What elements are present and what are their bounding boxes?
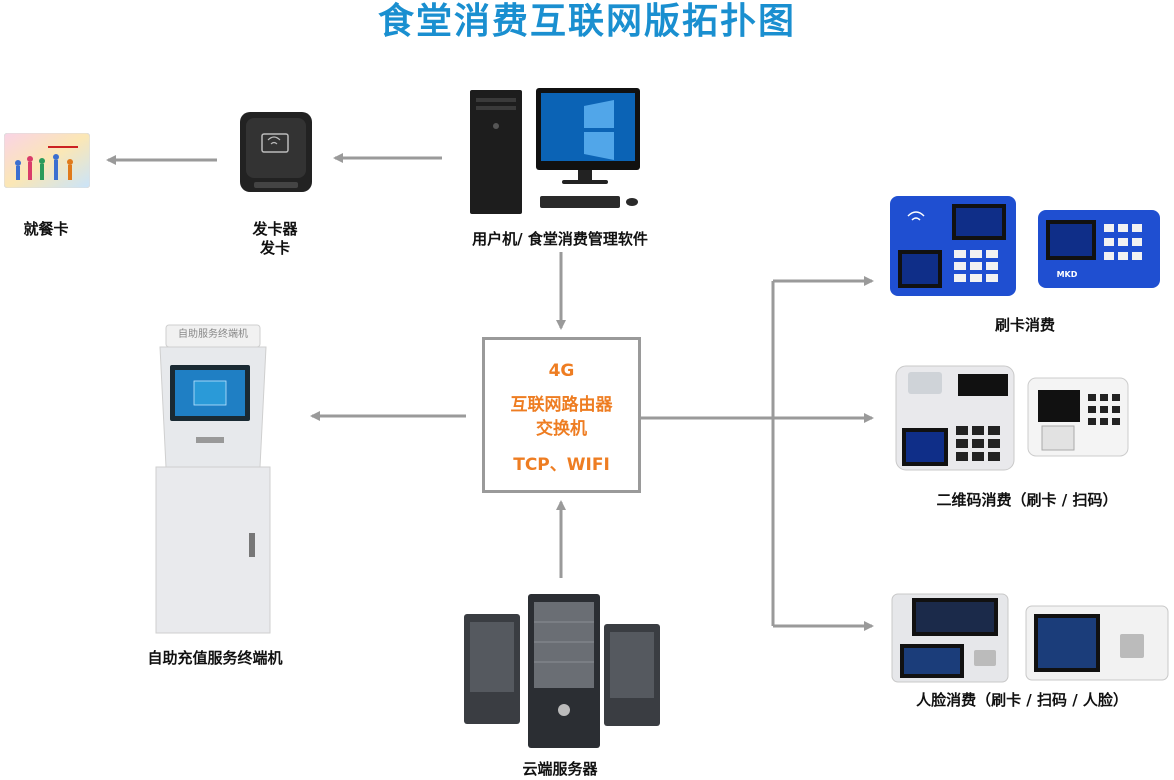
card-pos-terminal-image	[890, 196, 1016, 296]
server-image	[464, 594, 660, 748]
face-pos-terminal-image	[891, 593, 1009, 683]
meal-card-label: 就餐卡	[23, 220, 69, 238]
kiosk-image	[155, 324, 271, 634]
qr-pos-label: 二维码消费（刷卡 / 扫码）	[936, 491, 1118, 509]
pc-image	[470, 88, 640, 214]
card-pos-brand: MKD	[1056, 270, 1078, 279]
card-issuer-label-1: 发卡器	[252, 220, 298, 238]
qr-pos-wall-image	[1027, 377, 1129, 457]
kiosk-label: 自助充值服务终端机	[147, 649, 283, 667]
server-label: 云端服务器	[522, 760, 598, 778]
diagram-title: 食堂消费互联网版拓扑图	[377, 1, 796, 42]
hub-4g: 4G	[548, 361, 575, 381]
face-pos-label: 人脸消费（刷卡 / 扫码 / 人脸）	[916, 691, 1128, 709]
hub-switch: 交换机	[536, 419, 587, 439]
hub-router: 互联网路由器	[510, 395, 613, 415]
router-switch-hub: 4G 互联网路由器 交换机 TCP、WIFI	[482, 337, 641, 493]
face-pos-wall-image	[1025, 605, 1169, 681]
hub-protocols: TCP、WIFI	[513, 455, 610, 475]
meal-card-image	[4, 133, 90, 188]
card-pos-wall-image	[1038, 210, 1160, 288]
card-pos-label: 刷卡消费	[994, 316, 1055, 334]
qr-pos-terminal-image	[895, 365, 1015, 471]
kiosk-header-text: 自助服务终端机	[178, 329, 248, 340]
card-issuer-label-2: 发卡	[259, 239, 290, 257]
card-issuer-image	[240, 112, 312, 192]
pc-label: 用户机/ 食堂消费管理软件	[472, 230, 648, 248]
